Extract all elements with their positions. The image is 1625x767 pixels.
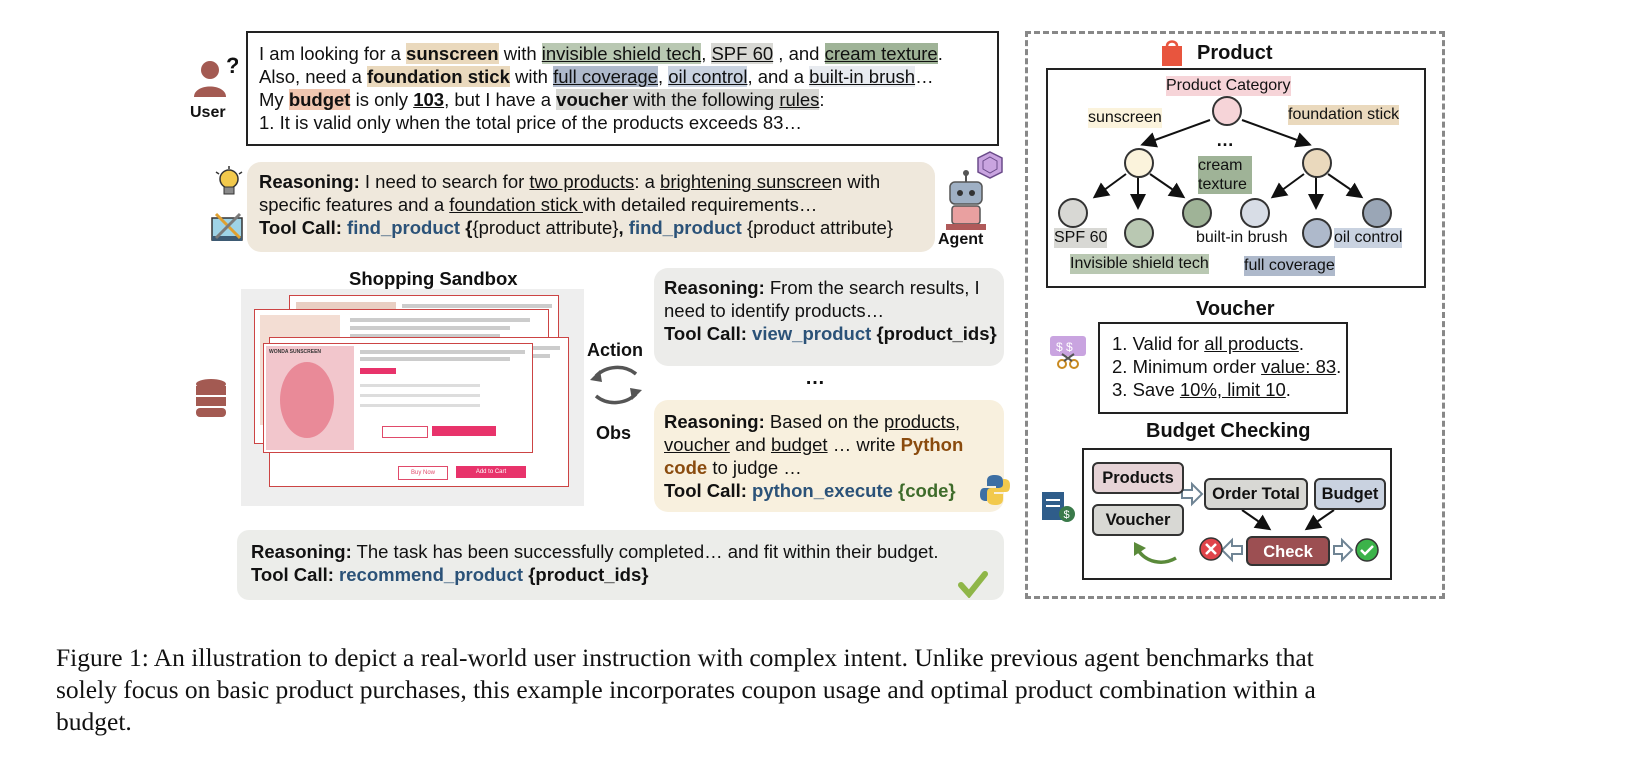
budget-checking-title: Budget Checking [1146,420,1311,442]
action-obs-cycle-arrows [586,362,646,416]
python-logo-icon [978,473,1012,507]
user-line-1: I am looking for a sunscreen with invisi… [259,43,943,64]
figure-caption: Figure 1: An illustration to depict a re… [56,643,1316,736]
coupon-icon: $ $ [1048,334,1088,372]
check-pill: Check [1246,536,1330,566]
full-coverage-node [1302,218,1332,248]
sunscreen-node [1124,148,1154,178]
budget-doc-icon: $ [1040,488,1076,524]
cream-texture-label: cream texture [1198,156,1252,194]
built-in-brush-node [1240,198,1270,228]
svg-text:$: $ [1064,509,1070,521]
product-title: Product [1197,42,1273,64]
add-to-cart-button[interactable]: Add to Cart [456,466,526,478]
user-icon: ? [190,53,239,103]
category-node [1212,96,1242,126]
products-pill: Products [1092,462,1184,494]
invisible-shield-label: Invisible shield tech [1070,254,1209,274]
tree-ellipsis: … [1216,130,1234,150]
fail-x-icon [1198,536,1224,562]
product-category-label: Product Category [1166,76,1291,96]
shopping-sandbox-screens: Buy Now Add to Cart WONDA SUNSCREEN [241,289,584,506]
voucher-pill: Voucher [1092,504,1184,536]
agent-reasoning-2: Reasoning: From the search results, I ne… [654,268,1004,366]
svg-text:$ $: $ $ [1056,340,1073,354]
buy-now-button[interactable]: Buy Now [398,466,448,480]
oil-control-node [1362,198,1392,228]
budget-checking-box: Products Voucher Order Total Budget Chec… [1082,448,1392,580]
tool-python-execute: python_execute [752,480,893,501]
screen-brand-label: WONDA SUNSCREEN [269,349,322,355]
voucher-title: Voucher [1196,298,1275,320]
budget-pill: Budget [1314,478,1386,510]
agent-reasoning-3: Reasoning: Based on the products, vouche… [654,400,1004,512]
product-tree-box: Product Category sunscreen foundation st… [1046,68,1426,288]
success-check-icon [958,570,988,599]
full-coverage-label: full coverage [1244,256,1335,276]
steps-ellipsis: … [805,367,825,389]
tool-recommend-product: recommend_product [339,564,524,585]
right-panel [1025,31,1445,599]
foundation-node [1302,148,1332,178]
foundation-label: foundation stick [1288,105,1400,125]
cream-node [1182,198,1212,228]
user-instruction-box: I am looking for a sunscreen with invisi… [246,31,999,146]
product-tree-edges [1092,119,1364,210]
agent-final-reasoning: Reasoning: The task has been successfull… [237,530,1004,600]
tool-find-product-1: find_product [347,217,461,238]
spf-label: SPF 60 [1054,228,1108,248]
user-label: User [190,104,226,121]
database-icon [194,378,228,420]
user-line-2: Also, need a foundation stick with full … [259,66,934,87]
tool-view-product: view_product [752,323,872,344]
product-page-screen-front: WONDA SUNSCREEN [263,343,533,453]
voucher-rules-box: 1. Valid for all products. 2. Minimum or… [1098,322,1348,414]
built-in-brush-label: built-in brush [1196,229,1288,246]
svg-text:?: ? [226,55,238,78]
agent-label: Agent [938,231,984,248]
sandbox-title: Shopping Sandbox [349,268,518,289]
lightbulb-icon [214,166,244,200]
order-total-pill: Order Total [1204,478,1308,510]
oil-control-label: oil control [1334,228,1403,248]
shopping-bag-icon [1160,38,1184,68]
agent-reasoning-1: Reasoning: I need to search for two prod… [247,162,935,252]
tools-icon [210,210,246,246]
tool-find-product-2: find_product [628,217,742,238]
invisible-shield-node [1124,218,1154,248]
spf-node [1058,198,1088,228]
obs-label: Obs [596,423,632,443]
user-line-3: My budget is only 103, but I have a vouc… [259,89,825,110]
agent-robot-icon [936,150,1008,236]
user-line-4: 1. It is valid only when the total price… [259,112,802,133]
sunscreen-label: sunscreen [1088,108,1162,128]
budget-flow-arrows [1134,481,1354,564]
action-label: Action [587,340,643,360]
pass-check-icon [1354,537,1380,563]
